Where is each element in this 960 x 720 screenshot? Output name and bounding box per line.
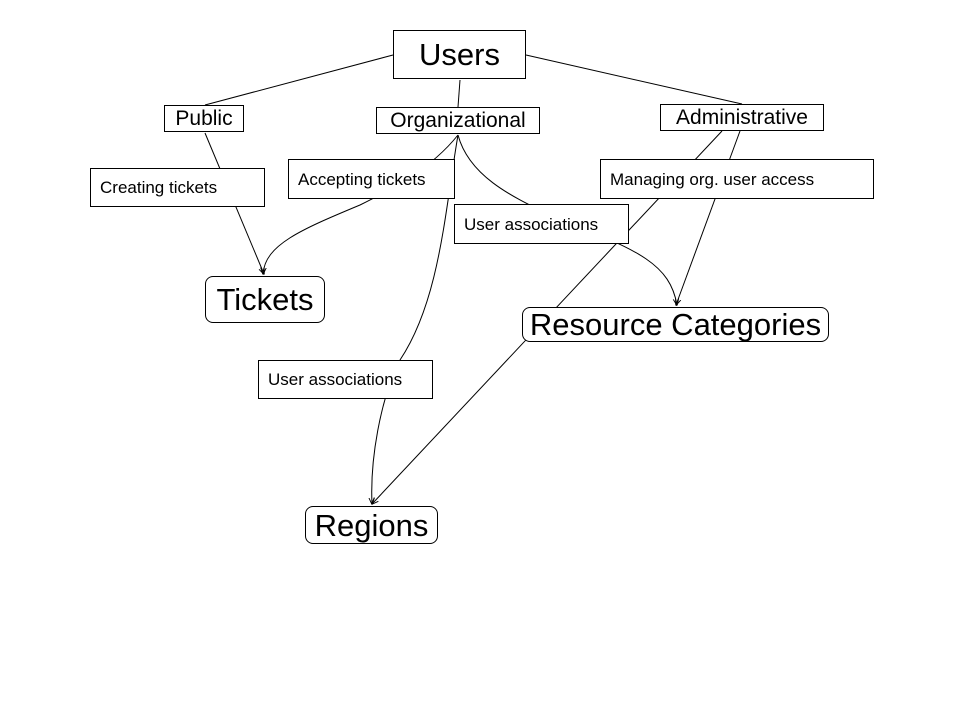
- node-public: Public: [164, 105, 244, 132]
- edge-label-user-associations-categories: User associations: [454, 204, 629, 244]
- edge-label-creating-tickets: Creating tickets: [90, 168, 265, 207]
- edge-label-managing-access: Managing org. user access: [600, 159, 874, 199]
- edge-administrative-resource-categories: [676, 130, 741, 305]
- node-regions: Regions: [305, 506, 438, 544]
- node-tickets: Tickets: [205, 276, 325, 323]
- node-organizational: Organizational: [376, 107, 540, 134]
- edge-users-organizational: [457, 79, 461, 108]
- edge-organizational-regions: [372, 134, 459, 504]
- edge-users-administrative: [525, 54, 743, 105]
- edge-organizational-tickets: [263, 134, 459, 274]
- edge-users-public: [204, 54, 394, 106]
- node-resource-categories: Resource Categories: [522, 307, 829, 342]
- edge-label-user-associations-regions: User associations: [258, 360, 433, 399]
- edge-label-accepting-tickets: Accepting tickets: [288, 159, 455, 199]
- node-users: Users: [393, 30, 526, 79]
- node-administrative: Administrative: [660, 104, 824, 131]
